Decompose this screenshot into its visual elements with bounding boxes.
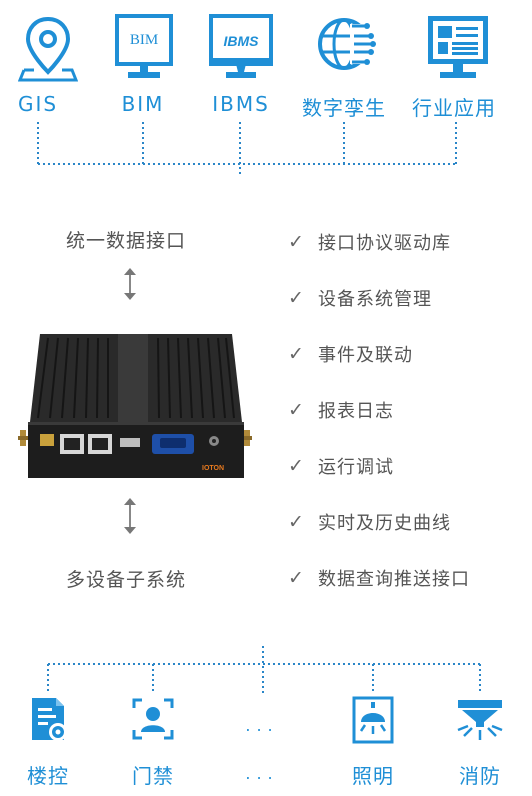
check-icon: ✓ — [288, 287, 305, 309]
top-connector-lines — [37, 122, 457, 176]
bottom-label-access-control: 门禁 — [132, 764, 174, 788]
check-icon: ✓ — [288, 399, 305, 421]
monitor-icon — [115, 14, 173, 78]
bottom-label-fire-protection: 消防 — [459, 764, 501, 788]
person-frame-icon — [132, 698, 174, 740]
feature-item: ✓ 事件及联动 — [288, 340, 413, 368]
sprinkler-icon — [457, 700, 503, 740]
check-icon: ✓ — [288, 511, 305, 533]
check-icon: ✓ — [288, 455, 305, 477]
multi-device-subsystem-text: 多设备子系统 — [66, 569, 187, 591]
monitor-icon — [209, 14, 273, 78]
feature-label: 运行调试 — [318, 457, 394, 478]
feature-label: 实时及历史曲线 — [318, 513, 451, 534]
top-label-digital-twin: 数字孪生 — [302, 96, 386, 120]
ellipsis-placeholder: ... — [245, 716, 279, 735]
feature-label: 接口协议驱动库 — [318, 233, 451, 254]
top-label-bim: BIM — [121, 92, 165, 116]
feature-label: 事件及联动 — [318, 345, 413, 366]
top-label-ibms: IBMS — [212, 92, 270, 116]
top-label-industry-app: 行业应用 — [412, 96, 496, 120]
feature-item: ✓ 接口协议驱动库 — [288, 228, 451, 256]
bottom-label-building-control: 楼控 — [27, 764, 69, 788]
bidirectional-arrow-icon — [124, 498, 136, 534]
top-label-gis: GIS — [17, 92, 59, 116]
bidirectional-arrow-icon — [124, 268, 136, 300]
feature-item: ✓ 实时及历史曲线 — [288, 508, 451, 536]
unified-data-interface-text: 统一数据接口 — [66, 230, 187, 252]
check-icon: ✓ — [288, 567, 305, 589]
feature-item: ✓ 设备系统管理 — [288, 284, 432, 312]
bottom-connector-lines — [47, 646, 481, 694]
feature-item: ✓ 报表日志 — [288, 396, 394, 424]
feature-item: ✓ 数据查询推送接口 — [288, 564, 470, 592]
monitor-dashboard-icon — [428, 16, 488, 78]
device-brand-text: IOTON — [202, 465, 224, 472]
check-icon: ✓ — [288, 231, 305, 253]
feature-label: 数据查询推送接口 — [318, 569, 470, 590]
lamp-icon — [352, 696, 394, 744]
ibms-monitor-text: IBMS — [223, 33, 259, 49]
globe-network-icon — [318, 18, 376, 70]
feature-item: ✓ 运行调试 — [288, 452, 394, 480]
location-pin-icon — [18, 16, 78, 82]
gateway-device-image: IOTON — [18, 334, 252, 478]
bottom-label-ellipsis: ... — [245, 764, 279, 783]
bim-monitor-text: BIM — [129, 32, 159, 48]
bottom-label-lighting: 照明 — [352, 764, 394, 788]
feature-label: 报表日志 — [318, 401, 394, 422]
building-control-icon — [32, 698, 67, 741]
feature-label: 设备系统管理 — [318, 289, 432, 310]
check-icon: ✓ — [288, 343, 305, 365]
